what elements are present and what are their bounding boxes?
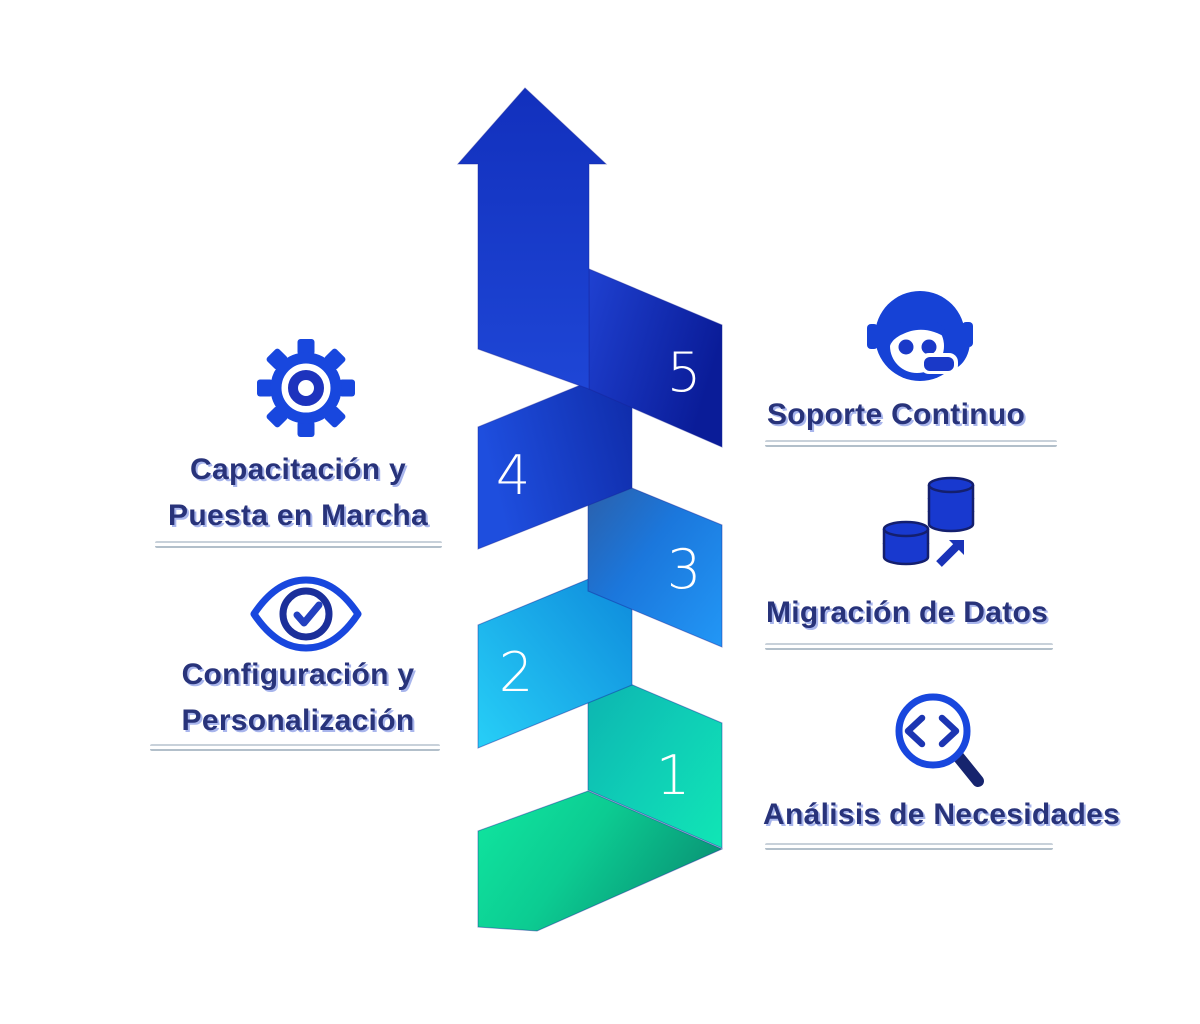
eye-check-icon: [250, 576, 362, 652]
divider: [765, 643, 1053, 650]
step-label-line: Personalización: [181, 704, 415, 737]
code-search-icon: [895, 693, 984, 787]
divider: [155, 541, 442, 548]
ribbon-segment-3: [587, 469, 723, 648]
ribbon-segment-1: [587, 665, 723, 849]
database-migration-icon: [882, 476, 975, 567]
step-number-3: 3: [667, 538, 701, 601]
step-number-1: 1: [656, 744, 690, 807]
support-agent-icon: [867, 291, 973, 381]
step-label-line: Puesta en Marcha: [168, 499, 428, 532]
step-number-5: 5: [667, 341, 701, 404]
divider: [150, 744, 440, 751]
ribbon: [456, 87, 724, 932]
divider: [765, 843, 1053, 850]
step-label-line: Capacitación y: [190, 453, 406, 486]
step-label-migracion: Migración de Datos: [766, 596, 1049, 629]
gear-icon: [257, 339, 355, 437]
step-label-line: Configuración y: [181, 658, 415, 691]
step-label-soporte: Soporte Continuo: [767, 398, 1026, 431]
step-label-analisis: Análisis de Necesidades: [763, 798, 1121, 831]
step-number-2: 2: [499, 641, 533, 704]
step-label-capacitacion: Capacitación y Puesta en Marcha: [148, 447, 448, 539]
step-number-4: 4: [496, 444, 530, 507]
ribbon-arrow: [456, 87, 608, 390]
step-label-configuracion: Configuración y Personalización: [148, 652, 448, 744]
divider: [765, 440, 1057, 447]
ribbon-tail: [477, 790, 724, 932]
ribbon-segment-2: [477, 560, 633, 749]
